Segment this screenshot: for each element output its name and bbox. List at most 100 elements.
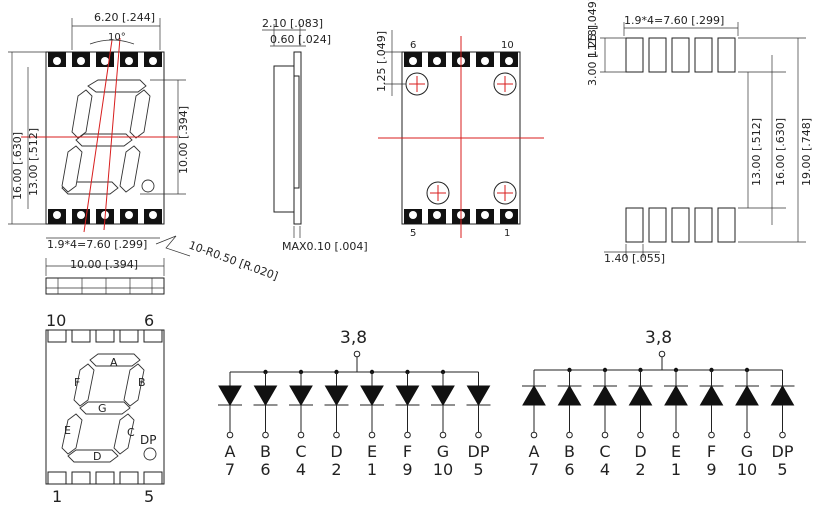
footprint-pad-top [671,37,690,73]
pinout-pad-bottom [119,471,139,485]
circuit-pin-label: 7 [225,460,235,479]
circuit-segment-label: D [330,442,342,461]
circuit-terminal [743,431,751,439]
footprint-offset-dim: 1.25 [.049] [586,0,599,58]
circuit-terminal [226,431,234,439]
back-offset-dim: 1.25 [.049] [375,31,388,92]
circuit-pin-label: 1 [671,460,681,479]
pinout-label-g: G [98,402,107,415]
circuit-pin-label: 1 [367,460,377,479]
pinout-label-e: E [64,424,71,437]
circuit-diode [395,385,420,406]
pinout-pad-bottom [143,471,163,485]
front-height-outer-dim: 16.00 [.630] [11,132,24,200]
front-segment-f [71,89,93,139]
back-pin-bottom-left: 5 [410,228,416,239]
footprint-outer-dim: 19.00 [.748] [800,118,813,186]
circuit-diode [360,385,384,406]
back-mark-hole [493,181,517,205]
side-lens [293,51,302,225]
pinout-segment-d [67,449,119,463]
circuit-segment-label: C [295,442,306,461]
circuit-common-terminal [353,350,361,358]
front-pad-hole [149,57,157,65]
bottom-width-dim: 10.00 [.394] [70,258,138,271]
pinout-pin-bottom-left: 1 [52,487,62,506]
pinout-segment-f [73,363,95,407]
pinout-pad-bottom [95,471,115,485]
pinout-pad-top [95,329,115,343]
footprint-pad-bottom [625,207,644,243]
circuit-diode [770,385,795,406]
footprint-pad-top [694,37,713,73]
front-pad-hole [77,57,85,65]
circuit-diode [664,385,688,406]
circuit-segment-label: G [437,442,449,461]
circuit-terminal [439,431,447,439]
pinout-segment-b [123,363,145,407]
circuit-pin-label: 4 [600,460,610,479]
back-pad-hole [505,57,513,65]
pinout-pad-top [71,329,91,343]
circuit-terminal [637,431,644,439]
circuit-terminal [404,431,411,439]
front-segment-b [129,89,151,139]
circuit-terminal [297,431,305,439]
circuit-common-terminal [658,350,666,358]
pinout-label-f: F [74,376,80,389]
circuit-segment-label: E [671,442,681,461]
back-pad-hole [433,57,441,65]
front-segment-c [119,145,141,193]
circuit-terminal [566,431,573,439]
circuit-pin-label: 7 [529,460,539,479]
circuit-segment-label: D [634,442,646,461]
circuit-terminal [601,431,609,439]
back-pin-bottom-right: 1 [504,228,510,239]
side-view: 2.10 [.083] 0.60 [.024] MAX0.10 [.004] [262,17,368,253]
front-pitch-dim: 1.9*4=7.60 [.299] [47,238,147,251]
pinout-segment-g [79,401,131,415]
circuit-common-label: 3,8 [645,328,672,348]
circuit-segment-label: A [529,442,540,461]
footprint-pad-top [625,37,644,73]
pinout-pin-top-right: 6 [144,311,154,330]
pinout-segment-e [61,413,83,455]
circuit-diode [218,385,242,406]
footprint-view: 1.9*4=7.60 [.299] 3.00 [.118] 1.25 [.049… [586,0,813,265]
circuit-segment-label: F [403,442,412,461]
pinout-pin-bottom-right: 5 [144,487,154,506]
pinout-label-dp: DP [140,433,156,447]
circuit-segment-label: DP [468,442,490,461]
pinout-pad-bottom [71,471,91,485]
circuit-terminal [368,431,376,439]
circuit-diode [735,385,759,406]
back-pad-hole [505,211,513,219]
pinout-view: A B C D E F G DP 10 6 1 5 [45,311,165,506]
back-pad-hole [409,211,417,219]
pinout-pad-top [119,329,139,343]
pinout-pad-bottom [47,471,67,485]
footprint-pad-bottom [648,207,667,243]
side-body [273,65,295,213]
circuit-terminal [672,431,680,439]
circuit-segment-label: DP [772,442,794,461]
front-pad-hole [125,211,133,219]
circuit-diode [324,385,349,406]
front-width-dim: 6.20 [.244] [94,11,155,24]
circuit-diode [593,385,617,406]
circuit-segment-label: F [707,442,716,461]
circuit-terminal [333,431,340,439]
circuit-diode [253,385,278,406]
circuit-segment-label: E [367,442,377,461]
circuit-pin-label: 6 [260,460,270,479]
front-pad-hole [53,211,61,219]
pinout-label-d: D [93,450,101,463]
circuit-pin-label: 10 [737,460,757,479]
pinout-pad-top [47,329,67,343]
back-pin-top-right: 10 [501,40,514,51]
pinout-label-c: C [127,426,135,439]
front-view: 6.20 [.244] 10° 16.00 [.630] 13.00 [.512… [8,11,280,283]
back-pad-hole [481,57,489,65]
circuit-common-label: 3,8 [340,328,367,348]
circuit-diode [431,385,455,406]
